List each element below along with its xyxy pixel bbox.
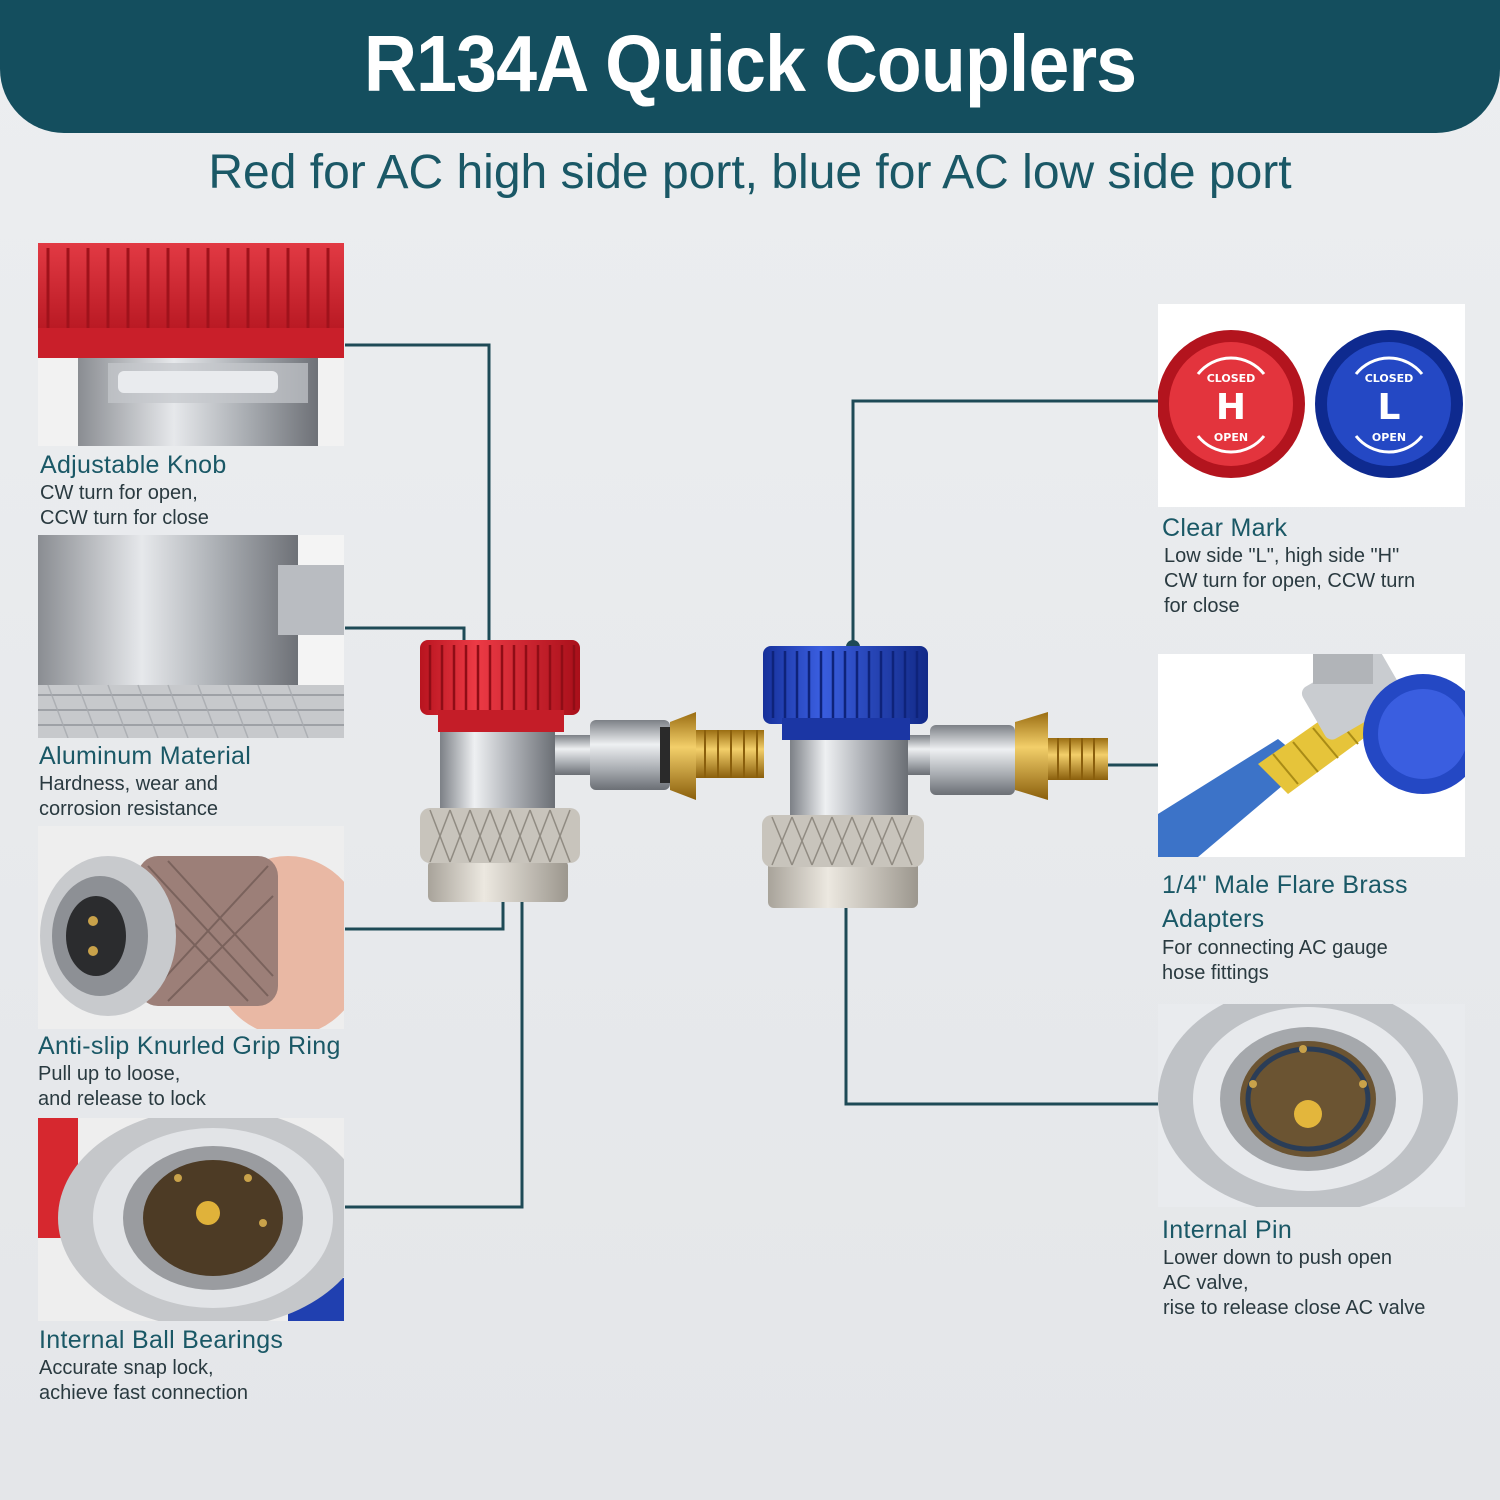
feature-desc: Lower down to push open AC valve, rise t…: [1163, 1247, 1426, 1319]
feature-grip-ring: Anti-slip Knurled Grip Ring Pull up to l…: [38, 1031, 378, 1112]
page-subtitle: Red for AC high side port, blue for AC l…: [208, 146, 1292, 199]
high-side-coupler: [420, 640, 764, 902]
callout-line-bearings: [345, 881, 524, 1209]
feature-clear-mark: Clear Mark Low side "L", high side "H" C…: [1162, 513, 1482, 619]
feature-title: Internal Ball Bearings: [39, 1326, 284, 1354]
feature-desc: For connecting AC gauge hose fittings: [1162, 937, 1388, 984]
feature-title: Clear Mark: [1162, 514, 1288, 542]
low-side-coupler: [762, 646, 1108, 908]
page-title: R134A Quick Couplers: [363, 19, 1137, 108]
feature-desc: Hardness, wear and corrosion resistance: [39, 773, 218, 820]
photo-internal-pin: [1158, 1004, 1465, 1207]
photo-brass-adapter: [1158, 654, 1465, 857]
feature-title: 1/4" Male Flare Brass Adapters: [1162, 871, 1408, 933]
feature-desc: Pull up to loose, and release to lock: [38, 1063, 206, 1110]
photo-chrome-body: [38, 535, 344, 738]
callout-line-pin: [844, 888, 1158, 1106]
high-knob-closed-label: CLOSED: [1207, 372, 1256, 385]
callout-line-knob: [345, 343, 491, 667]
high-knob-open-label: OPEN: [1214, 431, 1248, 444]
feature-adjustable-knob: Adjustable Knob CW turn for open, CCW tu…: [40, 450, 340, 531]
feature-desc: Low side "L", high side "H" CW turn for …: [1164, 545, 1416, 617]
low-knob-closed-label: CLOSED: [1365, 372, 1414, 385]
low-knob-open-label: OPEN: [1372, 431, 1406, 444]
feature-internal-pin: Internal Pin Lower down to push open AC …: [1162, 1215, 1482, 1321]
callout-line-clear-mark: [851, 399, 1158, 647]
photo-red-knob: [38, 243, 344, 446]
photo-knob-markings: CLOSED H OPEN CLOSED L OPEN: [1158, 304, 1465, 507]
feature-title: Internal Pin: [1162, 1216, 1293, 1244]
feature-aluminum-material: Aluminum Material Hardness, wear and cor…: [39, 741, 339, 822]
feature-desc: CW turn for open, CCW turn for close: [40, 482, 209, 529]
high-knob-letter: H: [1216, 387, 1246, 428]
feature-ball-bearings: Internal Ball Bearings Accurate snap loc…: [39, 1325, 359, 1406]
feature-title: Anti-slip Knurled Grip Ring: [38, 1032, 341, 1060]
feature-brass-adapters: 1/4" Male Flare Brass Adapters For conne…: [1162, 868, 1482, 986]
low-knob-letter: L: [1378, 387, 1401, 428]
feature-desc: Accurate snap lock, achieve fast connect…: [39, 1357, 249, 1404]
feature-title: Adjustable Knob: [40, 451, 227, 479]
photo-ball-bearings: [38, 1118, 344, 1321]
feature-title: Aluminum Material: [39, 742, 252, 770]
title-banner: [0, 0, 1500, 133]
photo-grip-ring: [38, 826, 344, 1029]
